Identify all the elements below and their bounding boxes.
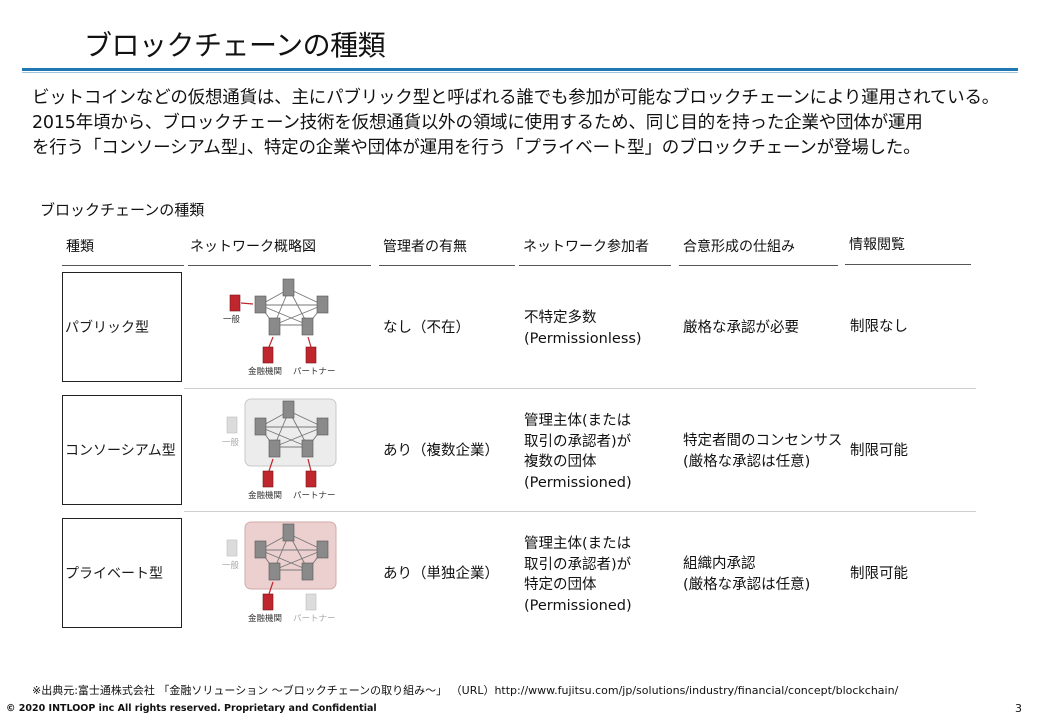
copyright-footer: © 2020 INTLOOP inc All rights reserved. … (6, 703, 377, 714)
source-footnote: ※出典元:富士通株式会社 「金融ソリューション ～ブロックチェーンの取り組み～」… (32, 684, 899, 697)
consensus-line: 特定者間のコンセンサス (683, 433, 843, 449)
header-underline (679, 265, 838, 266)
participants-line: 取引の承認者)が (524, 433, 632, 450)
network-diagram-private: 一般 金融機関 パートナー (222, 521, 337, 624)
admin-cell-public: なし（不在） (383, 320, 470, 336)
header-underline (845, 264, 971, 265)
view-cell-public: 制限なし (850, 319, 908, 335)
participants-cell-consortium: 管理主体(または 取引の承認者)が 複数の団体 (Permissioned) (524, 411, 632, 493)
diagram-label-bank: 金融機関 (248, 366, 282, 377)
diagram-label-partner: パートナー (293, 614, 336, 624)
row-separator (184, 388, 976, 389)
participants-line: (Permissionless) (524, 330, 642, 347)
consensus-line: (厳格な承認は任意) (683, 576, 811, 593)
participants-line: 不特定多数 (524, 310, 597, 326)
network-diagram-public: 一般 金融機関 パートナー (223, 278, 336, 377)
title-underline (22, 68, 1018, 71)
type-cell-consortium: コンソーシアム型 (62, 395, 182, 505)
header-network-diagram: ネットワーク概略図 (190, 239, 316, 255)
header-type: 種類 (66, 239, 94, 255)
intro-paragraph: ビットコインなどの仮想通貨は、主にパブリック型と呼ばれる誰でも参加が可能なブロッ… (32, 86, 1022, 161)
consensus-cell-private: 組織内承認 (厳格な承認は任意) (683, 554, 810, 595)
header-underline (379, 265, 515, 266)
consensus-line: (厳格な承認は任意) (683, 453, 811, 470)
intro-line-3: を行う「コンソーシアム型」、特定の企業や団体が運用を行う「プライベート型」のブロ… (32, 138, 921, 158)
header-underline (188, 265, 371, 266)
view-cell-private: 制限可能 (850, 566, 908, 582)
admin-cell-private: あり（単独企業） (383, 566, 499, 582)
admin-cell-consortium: あり（複数企業） (383, 443, 499, 459)
header-admin: 管理者の有無 (383, 239, 467, 255)
consensus-line: 組織内承認 (683, 556, 756, 572)
participants-line: 管理主体(または (524, 413, 632, 429)
view-cell-consortium: 制限可能 (850, 443, 908, 459)
network-diagram-consortium: 一般 金融機関 パートナー (222, 398, 337, 501)
type-label: パブリック型 (65, 320, 149, 336)
diagram-label-general: 一般 (223, 314, 241, 325)
type-cell-public: パブリック型 (62, 272, 182, 382)
header-underline (519, 265, 671, 266)
diagram-label-general: 一般 (222, 437, 240, 448)
participants-line: (Permissioned) (524, 597, 632, 614)
diagram-label-partner: パートナー (293, 491, 336, 501)
page-title: ブロックチェーンの種類 (84, 29, 386, 62)
type-cell-private: プライベート型 (62, 518, 182, 628)
diagram-label-bank: 金融機関 (248, 613, 282, 624)
consensus-cell-public: 厳格な承認が必要 (683, 320, 799, 336)
intro-line-1: ビットコインなどの仮想通貨は、主にパブリック型と呼ばれる誰でも参加が可能なブロッ… (32, 88, 1000, 108)
header-participants: ネットワーク参加者 (523, 239, 649, 255)
diagram-label-partner: パートナー (293, 367, 336, 377)
diagram-label-general: 一般 (222, 560, 240, 571)
title-underline-thin (22, 72, 1018, 73)
participants-line: 管理主体(または (524, 536, 632, 552)
participants-line: 特定の団体 (524, 577, 597, 593)
participants-cell-private: 管理主体(または 取引の承認者)が 特定の団体 (Permissioned) (524, 534, 632, 616)
type-label: プライベート型 (65, 566, 163, 582)
row-separator (184, 511, 976, 512)
participants-line: 取引の承認者)が (524, 556, 632, 573)
diagram-label-bank: 金融機関 (248, 490, 282, 501)
participants-cell-public: 不特定多数 (Permissionless) (524, 308, 642, 349)
page-number: 3 (1015, 702, 1022, 715)
intro-line-2: 2015年頃から、ブロックチェーン技術を仮想通貨以外の領域に使用するため、同じ目… (32, 113, 923, 133)
participants-line: 複数の団体 (524, 454, 597, 470)
header-view: 情報閲覧 (849, 237, 905, 253)
consensus-cell-consortium: 特定者間のコンセンサス (厳格な承認は任意) (683, 431, 842, 472)
type-label: コンソーシアム型 (65, 443, 176, 459)
header-consensus: 合意形成の仕組み (683, 239, 795, 255)
table-caption: ブロックチェーンの種類 (40, 201, 205, 219)
header-underline (62, 265, 184, 266)
participants-line: (Permissioned) (524, 474, 632, 491)
